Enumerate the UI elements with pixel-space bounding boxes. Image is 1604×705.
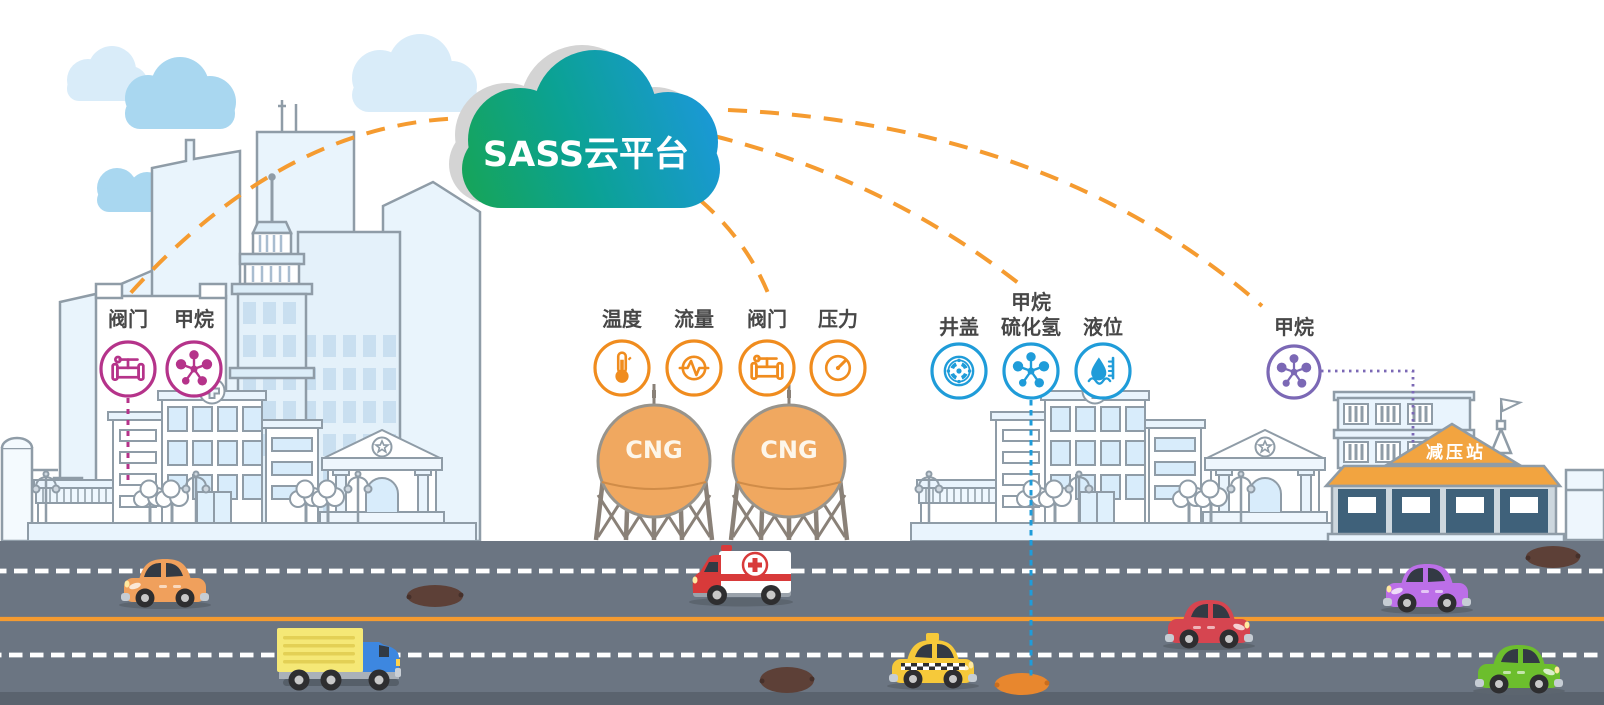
cng-label-1: CNG	[625, 436, 682, 464]
pressure-station-label: 减压站	[1426, 442, 1486, 463]
sensor-label: 阀门	[108, 307, 148, 331]
manhole-icon	[942, 354, 976, 388]
sky-clouds	[67, 34, 477, 212]
sensor-group-pipeline: 甲烷 井盖 硫化氢 液位	[930, 290, 1132, 400]
cloud-label: SASS云平台	[483, 135, 689, 175]
cng-tank-2: CNG	[731, 384, 847, 540]
sensor-label: 阀门	[747, 307, 787, 331]
road	[0, 541, 1604, 705]
cloud: SASS云平台	[449, 45, 720, 208]
methane-connector-line	[1321, 369, 1415, 447]
road-stains	[406, 546, 1581, 695]
cloud-connectors	[125, 108, 1264, 308]
sensor-label: 压力	[818, 307, 858, 331]
truck	[277, 628, 401, 691]
sensor-label: 硫化氢	[1001, 315, 1061, 339]
sensor-group-city: 阀门 甲烷	[99, 307, 223, 398]
sensor-label: 甲烷	[1011, 290, 1051, 314]
sensor-label: 液位	[1083, 315, 1123, 339]
taxi	[887, 633, 979, 690]
cng-label-2: CNG	[760, 436, 817, 464]
ambulance	[689, 545, 793, 607]
sensor-label: 井盖	[939, 315, 979, 339]
pressure-station	[1323, 390, 1604, 544]
sensor-label: 甲烷	[174, 307, 214, 331]
sensor-label: 温度	[602, 307, 643, 331]
sensor-label: 流量	[674, 307, 714, 331]
sensor-group-station: 甲烷	[1266, 315, 1322, 400]
sensor-group-cng: 温度 流量 阀门 压力	[593, 307, 867, 397]
cng-tank-1: CNG	[596, 384, 712, 540]
sensor-label: 甲烷	[1274, 315, 1314, 339]
